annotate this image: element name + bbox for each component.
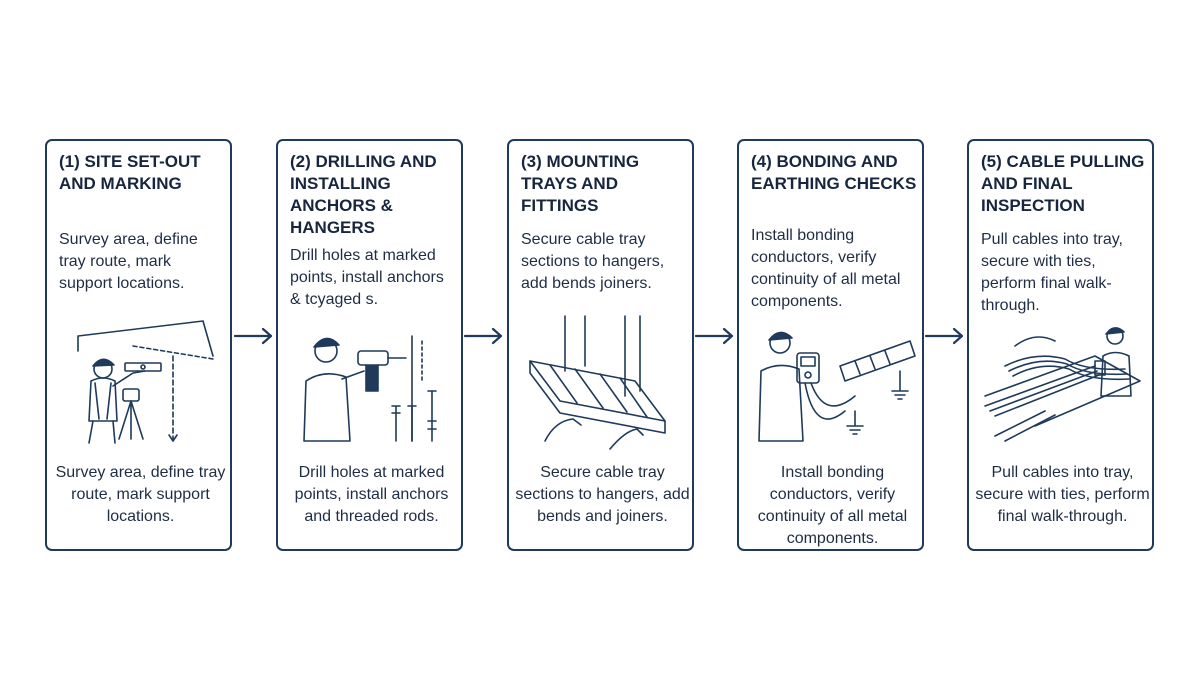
step-description-bottom: Pull cables into tray, secure with ties,… (975, 464, 1150, 525)
step-card-5: (5) CABLE PULLING AND FINAL INSPECTION P… (967, 139, 1154, 551)
surveyor-laser-level-icon (53, 311, 228, 451)
step-description-top: Drill holes at marked points, install an… (290, 247, 444, 308)
step-title: (5) CABLE PULLING AND FINAL INSPECTION (981, 152, 1145, 215)
cable-tray-mounting-icon (515, 311, 690, 451)
flow-arrow (924, 326, 966, 346)
step-title: (1) SITE SET-OUT AND MARKING (59, 152, 201, 193)
step-card-1: (1) SITE SET-OUT AND MARKING Survey area… (45, 139, 232, 551)
cable-pulling-inspection-icon (975, 311, 1150, 451)
step-description-bottom: Survey area, define tray route, mark sup… (55, 464, 226, 525)
step-card-3: (3) MOUNTING TRAYS AND FITTINGS Secure c… (507, 139, 694, 551)
step-card-4: (4) BONDING AND EARTHING CHECKS Install … (737, 139, 924, 551)
step-description-bottom: Secure cable tray sections to hangers, a… (515, 464, 690, 525)
step-card-2: (2) DRILLING AND INSTALLING ANCHORS & HA… (276, 139, 463, 551)
flow-arrow (233, 326, 275, 346)
step-description-top: Survey area, define tray route, mark sup… (59, 231, 198, 292)
flow-arrow (463, 326, 505, 346)
step-description-top: Secure cable tray sections to hangers, a… (521, 231, 665, 292)
step-title: (2) DRILLING AND INSTALLING ANCHORS & HA… (290, 152, 437, 237)
step-description-top: Install bonding conductors, verify conti… (751, 227, 901, 310)
step-description-bottom: Install bonding conductors, verify conti… (757, 464, 908, 547)
worker-drill-anchors-icon (284, 311, 459, 451)
flow-arrow (694, 326, 736, 346)
step-title: (3) MOUNTING TRAYS AND FITTINGS (521, 152, 640, 215)
step-title: (4) BONDING AND EARTHING CHECKS (751, 152, 917, 193)
multimeter-earthing-icon (745, 311, 920, 451)
step-description-bottom: Drill holes at marked points, install an… (294, 464, 449, 525)
step-description-top: Pull cables into tray, secure with ties,… (981, 231, 1123, 314)
